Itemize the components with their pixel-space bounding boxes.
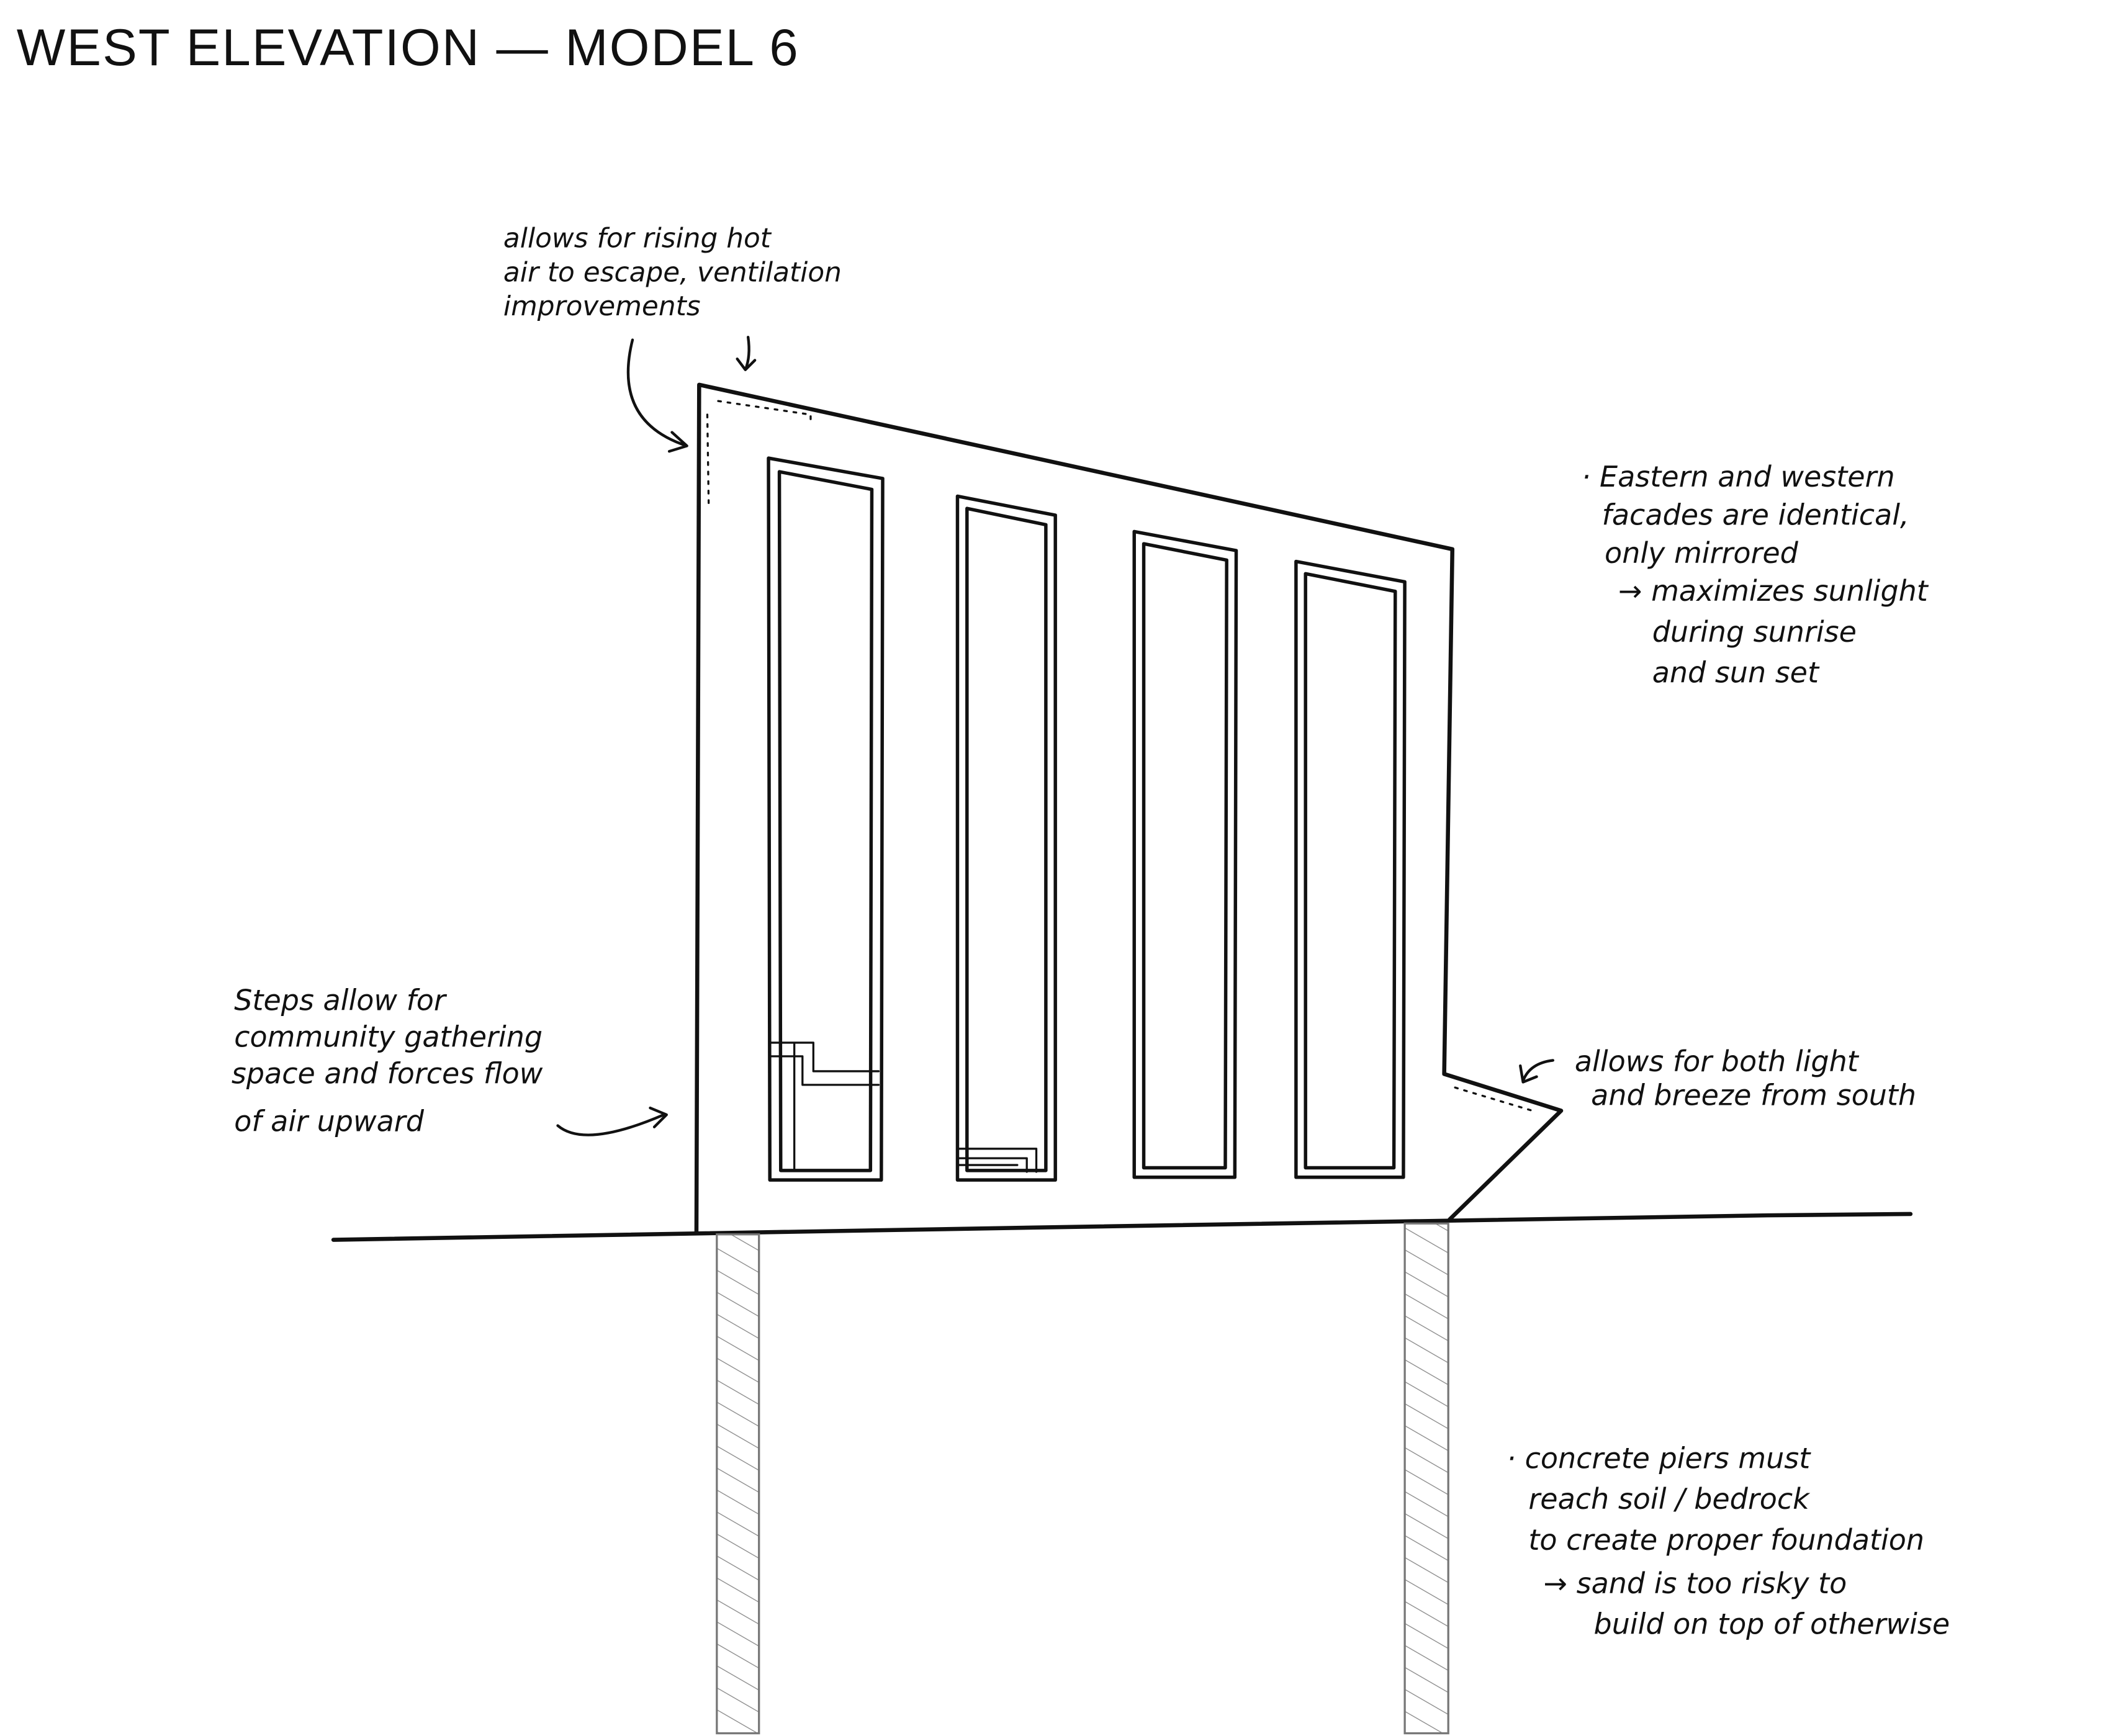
note-line: only mirrored bbox=[1605, 536, 1799, 570]
annotation-steps: Steps allow for community gathering spac… bbox=[232, 983, 543, 1138]
note-line: Steps allow for bbox=[234, 983, 448, 1017]
annotation-roof-vent: allows for rising hot air to escape, ven… bbox=[503, 223, 842, 323]
note-line: and breeze from south bbox=[1591, 1079, 1916, 1112]
window-4 bbox=[1294, 559, 1407, 1179]
arrow-south-opening bbox=[1519, 1059, 1555, 1084]
note-line: → sand is too risky to bbox=[1544, 1567, 1847, 1600]
note-line: build on top of otherwise bbox=[1594, 1608, 1950, 1641]
note-line: air to escape, ventilation bbox=[503, 256, 842, 288]
note-line: reach soil / bedrock bbox=[1528, 1482, 1811, 1516]
note-line: community gathering bbox=[234, 1020, 543, 1054]
steps-window-1 bbox=[768, 1041, 880, 1172]
drawing-title: WEST ELEVATION — MODEL 6 bbox=[17, 19, 800, 76]
window-1 bbox=[767, 456, 885, 1182]
note-line: · concrete piers must bbox=[1507, 1442, 1811, 1475]
note-line: to create proper foundation bbox=[1528, 1523, 1924, 1557]
annotation-south-opening: allows for both light and breeze from so… bbox=[1575, 1045, 1916, 1112]
note-line: → maximizes sunlight bbox=[1618, 574, 1929, 608]
concrete-piers bbox=[716, 1222, 1449, 1735]
window-2 bbox=[955, 494, 1057, 1182]
pier-left bbox=[716, 1233, 760, 1735]
arrow-steps bbox=[556, 1106, 668, 1136]
pier-right bbox=[1403, 1222, 1449, 1735]
window-3 bbox=[1132, 529, 1238, 1179]
ground-line bbox=[331, 1212, 1913, 1242]
note-line: of air upward bbox=[234, 1104, 424, 1138]
note-line: during sunrise bbox=[1652, 615, 1857, 649]
roof-vent-dotted bbox=[706, 400, 812, 505]
steps-window-2 bbox=[956, 1148, 1038, 1173]
arrow-roof-corner bbox=[626, 338, 688, 453]
windows bbox=[767, 456, 1407, 1182]
annotation-facades: · Eastern and western facades are identi… bbox=[1582, 460, 1929, 689]
note-line: and sun set bbox=[1652, 656, 1820, 690]
note-line: allows for both light bbox=[1575, 1045, 1860, 1078]
note-line: facades are identical, bbox=[1602, 498, 1909, 531]
building-outline bbox=[694, 382, 1564, 1235]
annotation-piers: · concrete piers must reach soil / bedro… bbox=[1507, 1442, 1950, 1641]
note-line: improvements bbox=[503, 290, 701, 322]
note-line: · Eastern and western bbox=[1582, 460, 1895, 493]
note-line: allows for rising hot bbox=[503, 223, 772, 254]
note-line: space and forces flow bbox=[232, 1057, 543, 1091]
arrow-roof-vent bbox=[736, 336, 757, 371]
